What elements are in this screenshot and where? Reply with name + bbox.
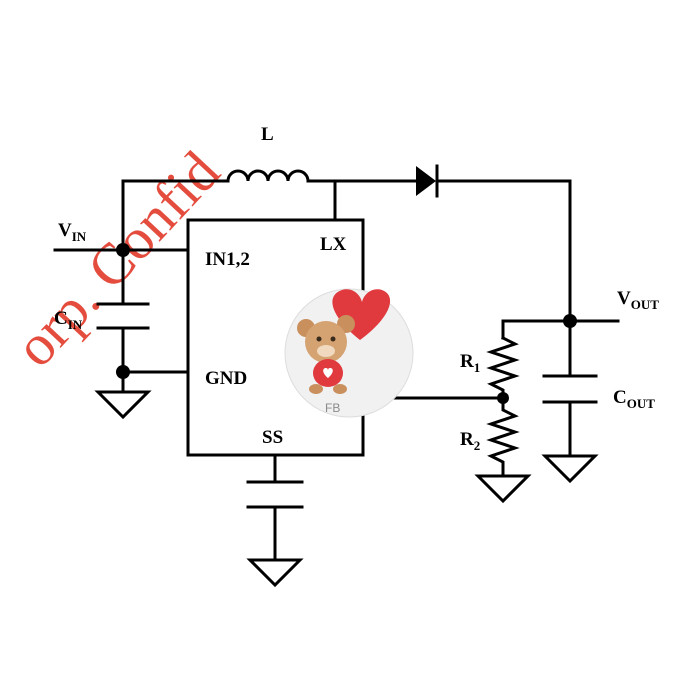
pin-in-label: IN1,2 <box>205 249 250 270</box>
ground-symbol-ss <box>246 558 304 588</box>
watermark-text: orp. Confid <box>2 139 232 379</box>
pin-ss-label: SS <box>262 427 283 448</box>
r1-label: R1 <box>460 351 480 375</box>
ground-symbol-cout <box>541 454 599 484</box>
r2-label: R2 <box>460 429 480 453</box>
cin-label: CIN <box>54 308 83 332</box>
lx-node-wire <box>306 179 418 222</box>
ss-wire <box>246 453 304 562</box>
output-wire <box>435 179 620 323</box>
teddy-bear-sticker: FB <box>284 288 414 418</box>
input-top-wire <box>121 179 230 252</box>
gnd-node <box>116 365 130 379</box>
r1-top-wire <box>501 319 572 340</box>
pin-gnd-label: GND <box>205 368 247 389</box>
inductor-symbol <box>226 169 310 183</box>
cout-wire <box>542 319 598 458</box>
inductor-label: L <box>261 124 274 145</box>
ground-symbol-cin <box>94 390 152 420</box>
r2-symbol <box>486 396 520 478</box>
ground-symbol-r2 <box>474 474 532 504</box>
bear-head-icon <box>305 321 347 363</box>
vout-label: VOUT <box>617 288 659 312</box>
cout-label: COUT <box>613 387 655 411</box>
vin-label: VIN <box>58 220 87 244</box>
r1-symbol <box>486 335 520 400</box>
cin-wire <box>96 248 150 394</box>
pin-lx-label: LX <box>320 234 347 255</box>
sticker-text: FB <box>325 401 340 415</box>
diode-symbol <box>416 166 436 196</box>
